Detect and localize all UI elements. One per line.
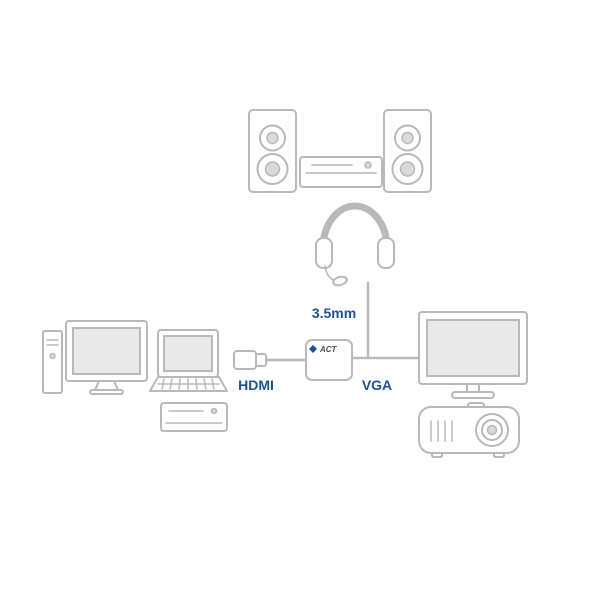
headset-icon — [315, 202, 395, 287]
av-receiver-icon — [299, 156, 383, 188]
audio-jack-label: 3.5mm — [312, 305, 356, 321]
tv-monitor-icon — [418, 311, 528, 399]
desktop-tower-icon — [42, 330, 63, 394]
headset-earcup-left — [315, 237, 333, 269]
speaker-left-icon — [248, 109, 297, 193]
hdmi-label: HDMI — [238, 377, 274, 393]
desktop-monitor-icon — [65, 320, 148, 395]
vga-label: VGA — [362, 377, 392, 393]
headset-mic-icon — [332, 275, 348, 287]
hdmi-plug-icon — [233, 350, 267, 370]
dvd-player-icon — [160, 402, 228, 432]
projector-icon — [418, 402, 520, 458]
act-logo: ACT — [309, 345, 338, 354]
laptop-icon — [149, 329, 228, 392]
speaker-right-icon — [383, 109, 432, 193]
adapter-device: ACT — [305, 339, 353, 381]
act-logo-text: ACT — [319, 345, 338, 354]
headset-mic-boom — [324, 265, 335, 281]
connection-wires — [264, 281, 430, 362]
headset-earcup-right — [377, 237, 395, 269]
